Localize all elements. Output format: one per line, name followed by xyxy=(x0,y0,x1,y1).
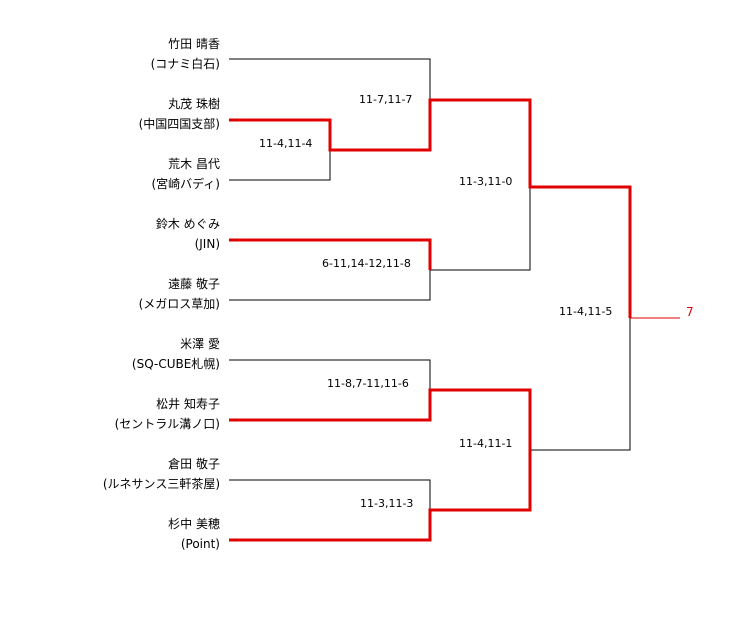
winner-line xyxy=(229,388,532,450)
player-club: (コナミ白石) xyxy=(150,57,220,71)
player-entry: 鈴木 めぐみ (JIN) xyxy=(156,214,220,254)
winner-line xyxy=(229,98,632,318)
player-name: 倉田 敬子 xyxy=(168,457,220,471)
player-club: (JIN) xyxy=(194,237,220,251)
player-name: 松井 知寿子 xyxy=(156,397,220,411)
player-entry: 松井 知寿子 (セントラル溝ノ口) xyxy=(115,394,220,434)
player-entry: 荒木 昌代 (宮崎バディ) xyxy=(151,154,220,194)
player-entry: 倉田 敬子 (ルネサンス三軒茶屋) xyxy=(103,454,220,494)
player-club: (メガロス草加) xyxy=(138,297,220,311)
player-club: (セントラル溝ノ口) xyxy=(114,417,220,431)
champion-result: 7 xyxy=(686,305,694,319)
bracket-line xyxy=(430,187,531,271)
bracket-line xyxy=(229,359,431,390)
winner-line xyxy=(229,238,432,270)
player-name: 米澤 愛 xyxy=(180,337,220,351)
player-name: 鈴木 めぐみ xyxy=(155,217,220,231)
player-name: 遠藤 敬子 xyxy=(168,277,220,291)
player-club: (Point) xyxy=(180,537,220,551)
player-club: (SQ-CUBE札幌) xyxy=(131,357,220,371)
winner-line xyxy=(229,450,532,542)
player-club: (中国四国支部) xyxy=(138,117,220,131)
match-score: 11-4,11-5 xyxy=(559,305,613,319)
player-name: 荒木 昌代 xyxy=(168,157,220,171)
match-score: 11-7,11-7 xyxy=(359,93,413,107)
player-entry: 竹田 晴香 (コナミ白石) xyxy=(151,34,220,74)
player-entry: 米澤 愛 (SQ-CUBE札幌) xyxy=(132,334,220,374)
player-name: 杉中 美穂 xyxy=(168,517,220,531)
match-score: 11-3,11-3 xyxy=(360,497,414,511)
player-club: (宮崎バディ) xyxy=(151,177,220,191)
match-score: 11-4,11-4 xyxy=(259,137,313,151)
player-name: 丸茂 珠樹 xyxy=(168,97,220,111)
bracket-line xyxy=(229,479,431,510)
match-score: 6-11,14-12,11-8 xyxy=(322,257,411,271)
player-entry: 丸茂 珠樹 (中国四国支部) xyxy=(139,94,220,134)
bracket-line xyxy=(229,270,431,301)
match-score: 11-3,11-0 xyxy=(459,175,513,189)
match-score: 11-8,7-11,11-6 xyxy=(327,377,409,391)
player-name: 竹田 晴香 xyxy=(168,37,220,51)
player-entry: 遠藤 敬子 (メガロス草加) xyxy=(139,274,220,314)
bracket-line xyxy=(229,58,431,100)
match-score: 11-4,11-1 xyxy=(459,437,513,451)
player-entry: 杉中 美穂 (Point) xyxy=(168,514,220,554)
player-club: (ルネサンス三軒茶屋) xyxy=(102,477,220,491)
bracket-line xyxy=(229,150,331,181)
bracket-line xyxy=(530,318,631,451)
